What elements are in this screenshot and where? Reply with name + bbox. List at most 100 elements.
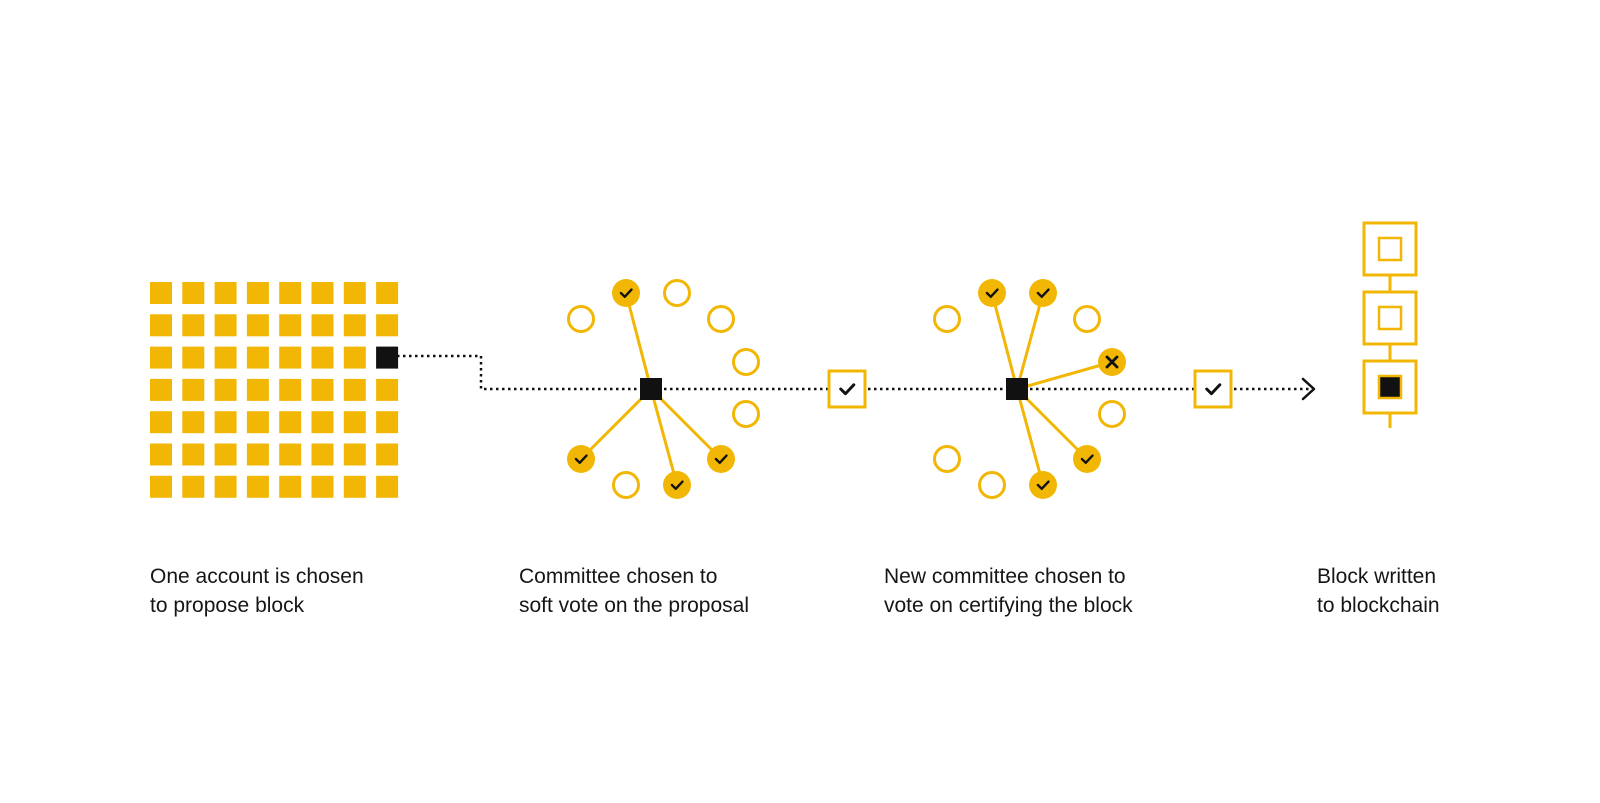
checkmark-icon [1080, 454, 1094, 465]
account-square [279, 378, 302, 401]
committee-member-empty [663, 279, 691, 307]
proposed-block [640, 378, 662, 400]
approval-box [1193, 369, 1233, 409]
account-square [246, 443, 269, 466]
certify-vote-approved-icon [1193, 369, 1233, 409]
account-square [214, 443, 237, 466]
account-square [214, 346, 237, 369]
account-square [343, 411, 366, 434]
account-square [376, 378, 399, 401]
soft-vote-approved-icon [827, 369, 867, 409]
account-square [150, 314, 172, 337]
approval-box [827, 369, 867, 409]
checkmark-icon [839, 383, 856, 396]
account-square [150, 475, 172, 498]
account-square [150, 443, 172, 466]
account-square [279, 475, 302, 498]
account-square [279, 443, 302, 466]
committee-member-empty [707, 305, 735, 333]
committee-member-empty [1073, 305, 1101, 333]
step-1-caption-line-2: to propose block [150, 594, 305, 617]
committee-member-empty [732, 348, 760, 376]
account-square [214, 314, 237, 337]
account-square [182, 443, 205, 466]
account-square [311, 346, 334, 369]
checkmark-icon [1205, 383, 1222, 396]
account-square [376, 282, 399, 304]
account-square [311, 282, 334, 304]
committee-member-empty [933, 305, 961, 333]
account-square [311, 314, 334, 337]
step-3-caption: New committee chosen to vote on certifyi… [884, 562, 1133, 620]
vote-link-line [1015, 292, 1045, 390]
vote-link-line [1015, 387, 1089, 461]
account-square [246, 314, 269, 337]
account-square [343, 443, 366, 466]
dotted-flow-line [397, 354, 1310, 391]
committee-member-yes [1029, 279, 1057, 307]
account-square [376, 314, 399, 337]
committee-member-yes [612, 279, 640, 307]
checkmark-icon [714, 454, 728, 465]
soft-vote-committee [567, 279, 760, 499]
step-2-caption: Committee chosen to soft vote on the pro… [519, 562, 749, 620]
account-square [343, 475, 366, 498]
account-square [376, 443, 399, 466]
checkmark-icon [985, 288, 999, 299]
account-square [150, 282, 172, 304]
account-square [246, 378, 269, 401]
account-square [343, 378, 366, 401]
checkmark-icon [1036, 480, 1050, 491]
committee-member-empty [567, 305, 595, 333]
committee-member-yes [567, 445, 595, 473]
vote-link-line [624, 292, 653, 390]
checkmark-icon [574, 454, 588, 465]
account-square [343, 314, 366, 337]
account-square [279, 282, 302, 304]
account-square [311, 475, 334, 498]
account-square [214, 378, 237, 401]
blockchain [1362, 221, 1418, 428]
step-1-caption: One account is chosen to propose block [150, 562, 364, 620]
account-square [214, 475, 237, 498]
chain-block [1362, 221, 1418, 277]
committee-member-yes [663, 471, 691, 499]
account-square [246, 475, 269, 498]
arrow-right-icon [1301, 377, 1316, 401]
step-2-caption-line-2: soft vote on the proposal [519, 594, 749, 617]
account-square [182, 346, 205, 369]
committee-member-empty [732, 400, 760, 428]
vote-link-line [1016, 360, 1113, 391]
committee-member-yes [1029, 471, 1057, 499]
committee-member-empty [612, 471, 640, 499]
account-square [279, 314, 302, 337]
committee-member-empty [933, 445, 961, 473]
accounts-grid [150, 282, 399, 498]
account-square [279, 346, 302, 369]
selected-account [376, 346, 399, 369]
committee-member-yes [1073, 445, 1101, 473]
account-square [343, 282, 366, 304]
new-block [1377, 374, 1403, 400]
account-square [311, 411, 334, 434]
account-square [182, 475, 205, 498]
committee-member-empty [978, 471, 1006, 499]
account-square [150, 411, 172, 434]
account-square [150, 378, 172, 401]
vote-link-line [649, 387, 723, 461]
step-3-caption-line-2: vote on certifying the block [884, 594, 1133, 617]
step-4-caption-line-1: Block written [1317, 565, 1437, 588]
vote-link-line [990, 292, 1019, 390]
account-square [246, 282, 269, 304]
account-square [182, 411, 205, 434]
checkmark-icon [1036, 288, 1050, 299]
account-square [182, 378, 205, 401]
account-square [182, 282, 205, 304]
account-square [311, 378, 334, 401]
account-square [279, 411, 302, 434]
previous-block [1377, 236, 1403, 262]
flow-path [397, 354, 1310, 391]
account-square [150, 346, 172, 369]
cross-icon [1105, 355, 1119, 369]
